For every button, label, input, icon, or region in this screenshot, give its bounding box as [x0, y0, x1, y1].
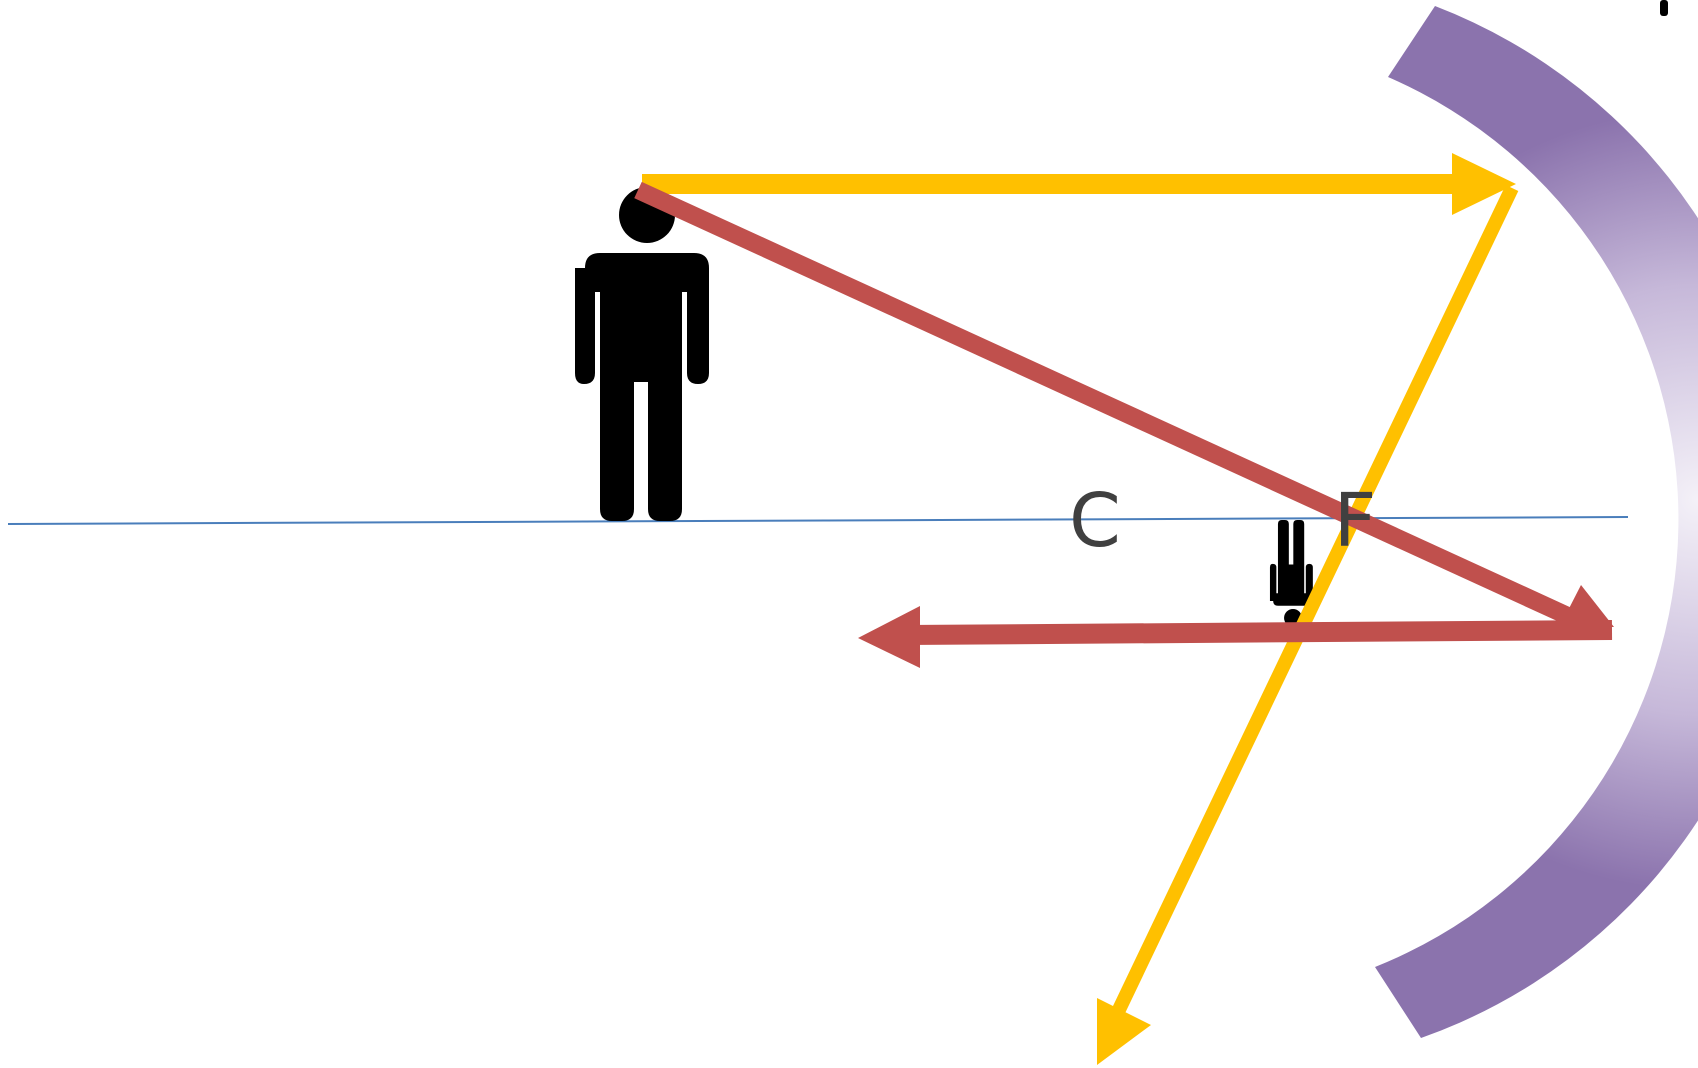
center-incident-ray [634, 181, 1614, 627]
concave-mirror [1375, 6, 1698, 1038]
center-of-curvature-label: C [1069, 478, 1121, 564]
corner-mark [1660, 0, 1668, 16]
object-person-icon [575, 187, 709, 521]
parallel-incident-ray [642, 153, 1516, 215]
focal-point-label: F [1334, 478, 1377, 564]
center-reflected-ray [858, 606, 1613, 668]
parallel-reflected-ray [1097, 184, 1519, 1065]
